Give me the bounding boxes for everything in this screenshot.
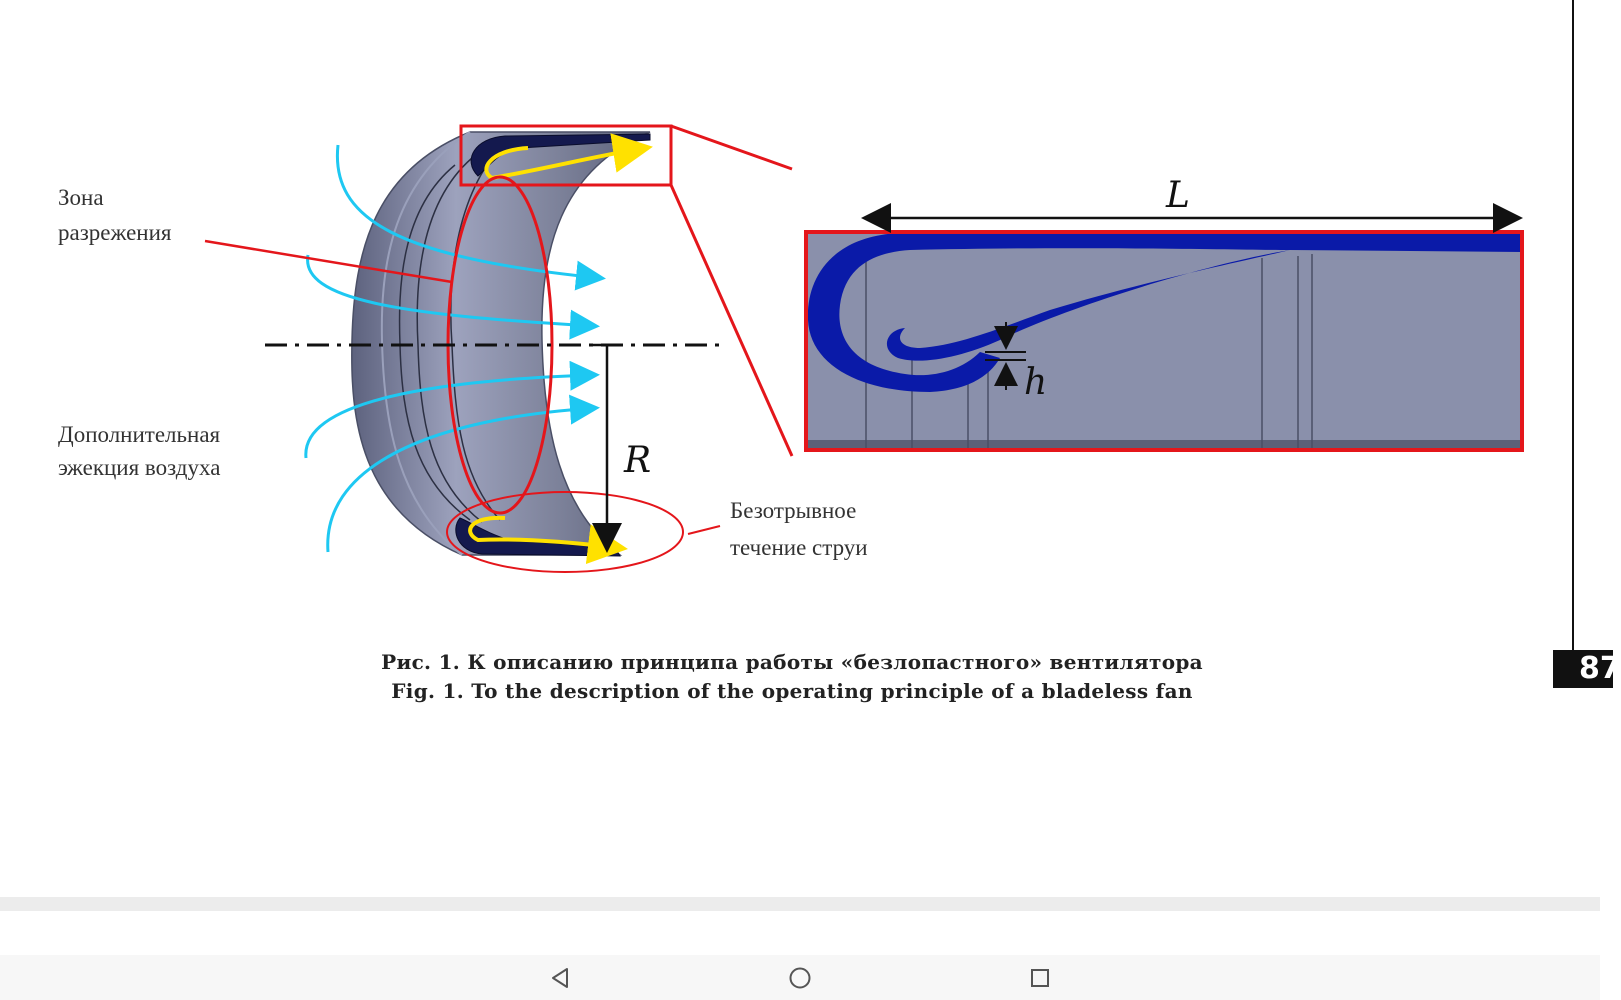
recents-button[interactable] — [1010, 955, 1070, 1000]
ejection-label-line2: эжекция воздуха — [58, 455, 220, 480]
radius-dimension — [590, 343, 622, 553]
bladeless-fan-figure: R L h Зона разре — [58, 124, 1524, 573]
red-highlights — [204, 124, 794, 573]
separation-free-label-line1: Безотрывное — [730, 498, 856, 523]
figure-caption-en: Fig. 1. To the description of the operat… — [391, 679, 1193, 703]
separation-free-label-line2: течение струи — [730, 535, 868, 560]
rarefaction-zone-label-line1: Зона — [58, 185, 104, 210]
ejection-label-line1: Дополнительная — [58, 422, 221, 447]
rarefaction-zone-label-line2: разрежения — [58, 220, 172, 245]
recents-square-icon — [1031, 968, 1049, 987]
gap-label: h — [1024, 362, 1047, 403]
radius-label: R — [623, 440, 651, 481]
home-circle-icon — [789, 967, 811, 988]
length-label: L — [1165, 175, 1190, 216]
page-number-badge: 87 — [1553, 650, 1621, 688]
page-margin-rule — [1572, 0, 1574, 652]
system-navigation-bar — [0, 955, 1600, 1000]
page-separator-bar — [0, 897, 1600, 911]
back-button[interactable] — [530, 955, 590, 1000]
airflow-arrows — [304, 144, 606, 553]
back-triangle-icon — [552, 967, 568, 988]
figure-caption-ru: Рис. 1. К описанию принципа работы «безл… — [381, 650, 1203, 674]
nozzle-detail-panel — [804, 230, 1524, 452]
gap-dimension — [985, 322, 1026, 390]
home-button[interactable] — [770, 955, 830, 1000]
